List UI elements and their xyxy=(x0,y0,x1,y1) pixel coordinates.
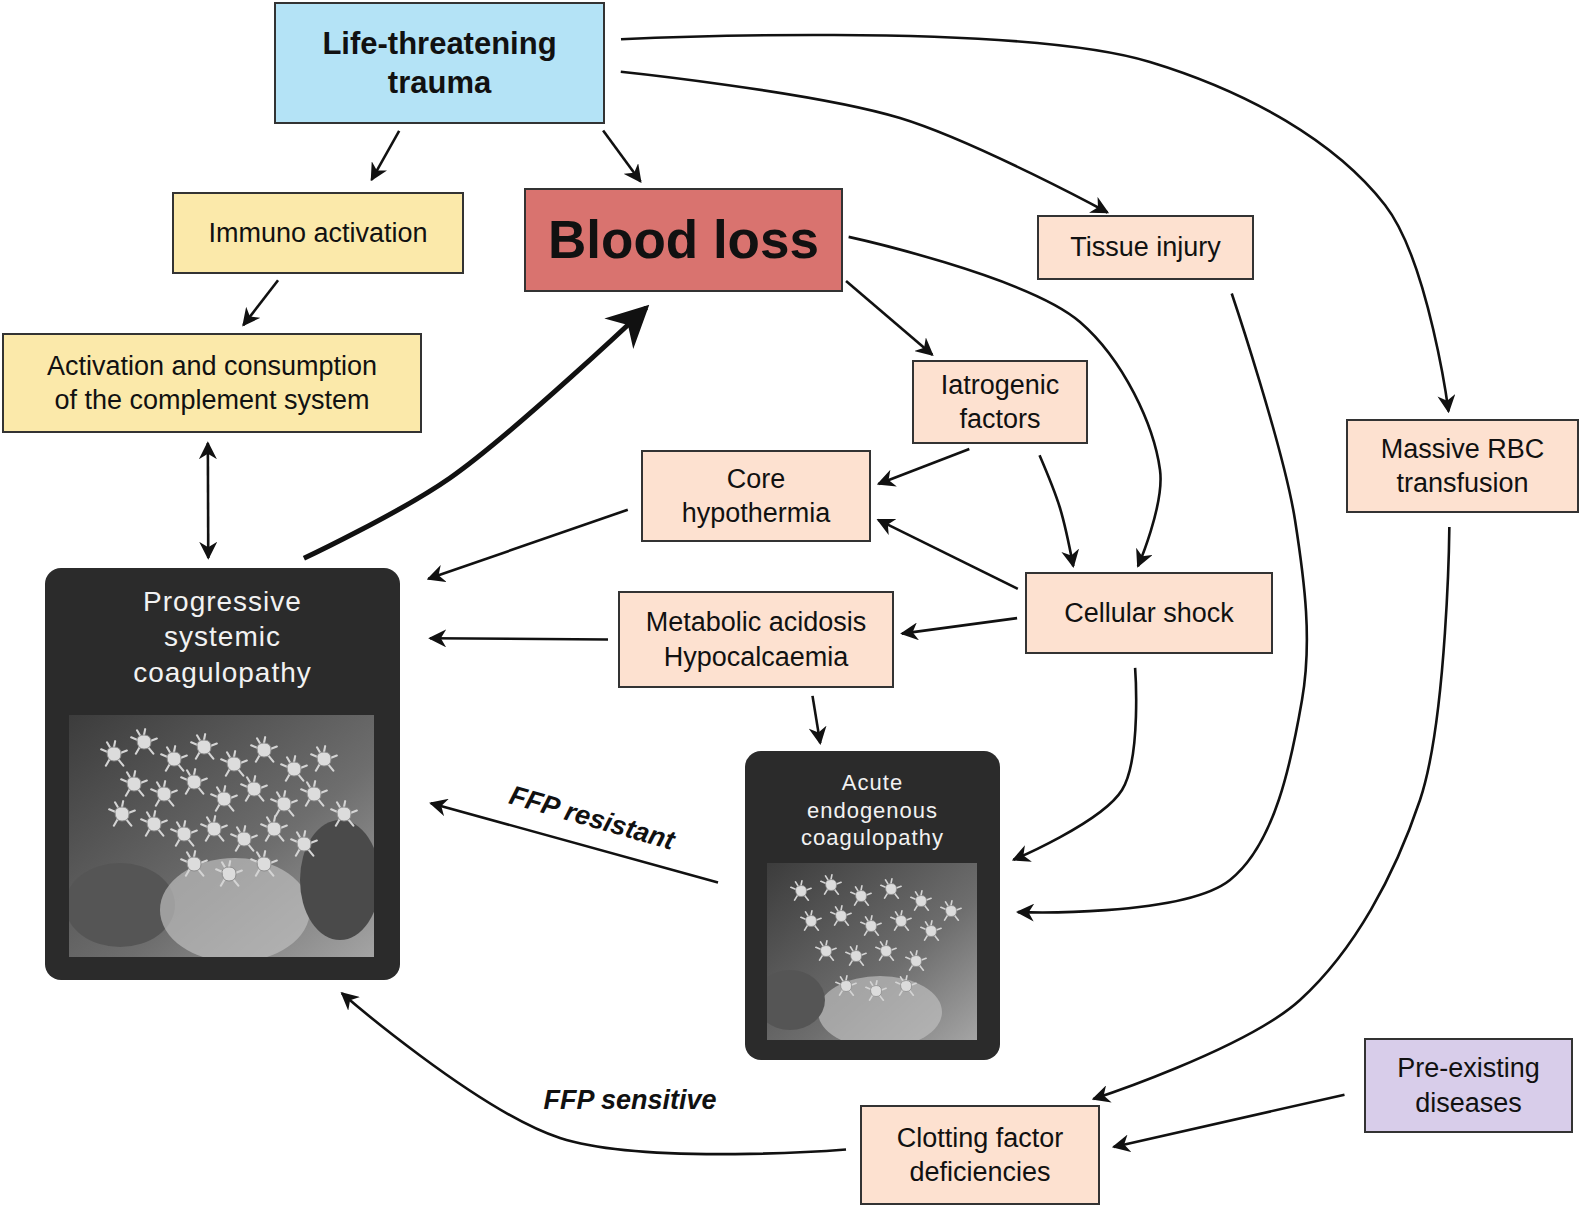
arrow-connector xyxy=(846,281,932,355)
node-text: Massive RBC transfusion xyxy=(1358,432,1567,500)
process-box: Pre-existing diseases xyxy=(1364,1038,1573,1133)
node-text: Core hypothermia xyxy=(653,462,859,530)
process-box: Core hypothermia xyxy=(641,450,871,542)
arrow-connector xyxy=(849,237,1161,566)
arrow-connector xyxy=(1040,455,1074,566)
edge-label: FFP sensitive xyxy=(539,1084,720,1116)
process-box: Tissue injury xyxy=(1037,215,1254,280)
outcome-panel: Progressive systemic coagulopathy xyxy=(45,568,400,980)
node-text: Blood loss xyxy=(548,207,819,274)
node-text: Pre-existing diseases xyxy=(1376,1051,1561,1119)
process-box: Clotting factor deficiencies xyxy=(860,1105,1100,1205)
process-box: Cellular shock xyxy=(1025,572,1273,654)
platelet-illustration xyxy=(69,715,374,957)
dark-panel xyxy=(745,751,1000,1060)
node-text: Life-threatening trauma xyxy=(288,24,591,102)
process-box: Iatrogenic factors xyxy=(912,360,1088,444)
node-text: Metabolic acidosis xyxy=(646,605,867,639)
arrow-connector xyxy=(902,618,1017,633)
arrow-connector xyxy=(342,993,846,1154)
arrow-connector xyxy=(428,510,627,579)
process-box: Immuno activation xyxy=(172,192,464,274)
process-box: Blood loss xyxy=(524,188,843,292)
arrow-connector xyxy=(430,638,608,639)
arrow-connector xyxy=(1114,1095,1345,1147)
node-text: Cellular shock xyxy=(1064,596,1234,630)
panel-title: Acute endogenous coagulopathy xyxy=(778,769,968,852)
dark-panel xyxy=(45,568,400,980)
node-text: Clotting factor deficiencies xyxy=(870,1121,1090,1189)
platelet-illustration xyxy=(767,863,977,1040)
arrow-connector xyxy=(372,131,400,180)
edge-label: FFP resistant xyxy=(502,778,682,858)
process-box: Activation and consumption of the comple… xyxy=(2,333,422,433)
node-text: Activation and consumption of the comple… xyxy=(34,349,390,417)
process-box: Massive RBC transfusion xyxy=(1346,419,1579,513)
arrow-connector xyxy=(243,280,278,325)
process-box: Metabolic acidosisHypocalcaemia xyxy=(618,591,894,688)
arrow-connector xyxy=(878,449,969,484)
start-box: Life-threatening trauma xyxy=(274,2,605,124)
node-text: Iatrogenic factors xyxy=(924,368,1076,436)
arrow-connector xyxy=(207,443,210,558)
node-text: Immuno activation xyxy=(208,216,427,250)
arrow-connector xyxy=(812,696,820,743)
arrow-connector xyxy=(878,520,1018,589)
arrow-connector xyxy=(1013,668,1136,860)
panel-title: Progressive systemic coagulopathy xyxy=(103,584,343,690)
outcome-panel: Acute endogenous coagulopathy xyxy=(745,751,1000,1060)
node-text: Hypocalcaemia xyxy=(664,640,849,674)
arrow-connector xyxy=(603,130,640,181)
node-text: Tissue injury xyxy=(1070,230,1221,264)
